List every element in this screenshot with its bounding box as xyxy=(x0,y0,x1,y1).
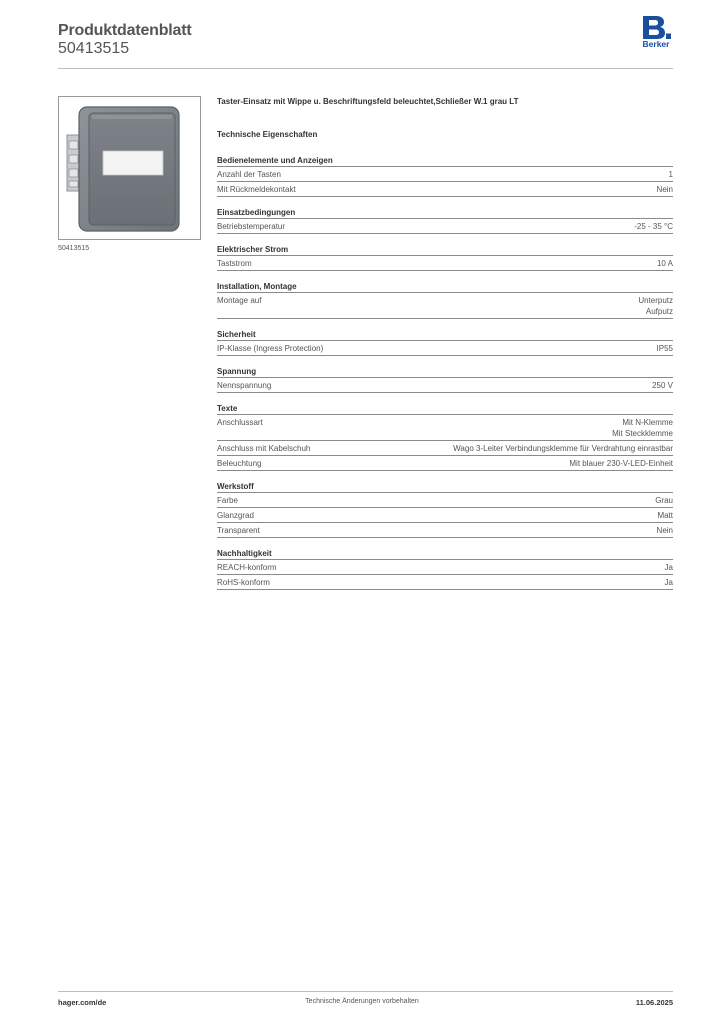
footer-divider xyxy=(58,991,673,992)
footer-date: 11.06.2025 xyxy=(635,998,673,1007)
property-row: Transparent Nein xyxy=(217,523,673,538)
section-title: Werkstoff xyxy=(217,481,673,493)
property-value: Ja xyxy=(665,562,673,573)
section-title: Bedienelemente und Anzeigen xyxy=(217,155,673,167)
property-value: Grau xyxy=(655,495,673,506)
property-row: IP-Klasse (Ingress Protection) IP55 xyxy=(217,341,673,356)
property-value: Wago 3-Leiter Verbindungsklemme für Verd… xyxy=(453,443,673,454)
section-title: Spannung xyxy=(217,366,673,378)
document-title: Produktdatenblatt xyxy=(58,22,192,39)
property-label: IP-Klasse (Ingress Protection) xyxy=(217,344,324,353)
property-row: REACH-konform Ja xyxy=(217,560,673,575)
property-value-line: 250 V xyxy=(652,381,673,390)
property-value-line: Wago 3-Leiter Verbindungsklemme für Verd… xyxy=(453,444,673,453)
footer-website-link[interactable]: hager.com/de xyxy=(58,998,107,1007)
property-value: 1 xyxy=(669,169,673,180)
switch-insert-icon xyxy=(66,106,180,232)
product-description: Taster-Einsatz mit Wippe u. Beschriftung… xyxy=(217,97,519,106)
property-value: 250 V xyxy=(652,380,673,391)
property-label: Farbe xyxy=(217,496,238,505)
property-label: Anschlussart xyxy=(217,418,263,427)
property-row: Betriebstemperatur -25 - 35 °C xyxy=(217,219,673,234)
property-value: -25 - 35 °C xyxy=(634,221,673,232)
property-value: Matt xyxy=(657,510,673,521)
property-value-line: Aufputz xyxy=(645,307,673,316)
section-title: Einsatzbedingungen xyxy=(217,207,673,219)
product-number: 50413515 xyxy=(58,40,130,57)
property-value: Ja xyxy=(665,577,673,588)
property-label: Anschluss mit Kabelschuh xyxy=(217,444,311,453)
property-row: Farbe Grau xyxy=(217,493,673,508)
berker-logo: Berker xyxy=(639,16,673,54)
property-value-line: 1 xyxy=(668,170,673,179)
property-value-line: Mit N-Klemme xyxy=(622,418,673,427)
property-label: RoHS-konform xyxy=(217,578,270,587)
property-label: Betriebstemperatur xyxy=(217,222,286,231)
property-label: Montage auf xyxy=(217,296,262,305)
section-title: Sicherheit xyxy=(217,329,673,341)
property-row: Mit Rückmeldekontakt Nein xyxy=(217,182,673,197)
property-value: Nein xyxy=(657,184,673,195)
property-label: Anzahl der Tasten xyxy=(217,170,281,179)
property-value-line: Ja xyxy=(664,563,673,572)
technical-properties-title: Technische Eigenschaften xyxy=(217,130,318,139)
property-row: Anzahl der Tasten 1 xyxy=(217,167,673,182)
property-row: Anschluss mit Kabelschuh Wago 3-Leiter Ve… xyxy=(217,441,673,456)
section-title: Installation, Montage xyxy=(217,281,673,293)
property-value-line: -25 - 35 °C xyxy=(634,222,673,231)
section-title: Nachhaltigkeit xyxy=(217,548,673,560)
product-image xyxy=(58,96,201,240)
property-label: Transparent xyxy=(217,526,260,535)
property-label: Beleuchtung xyxy=(217,459,262,468)
property-value-line: Unterputz xyxy=(638,296,673,305)
property-row: Glanzgrad Matt xyxy=(217,508,673,523)
property-value-line: Grau xyxy=(655,496,673,505)
logo-wordmark: Berker xyxy=(642,39,670,49)
footer-notice: Technische Änderungen vorbehalten xyxy=(305,998,419,1005)
section-title: Texte xyxy=(217,403,673,415)
header-divider xyxy=(58,68,673,69)
property-value-line: 10 A xyxy=(656,259,673,268)
property-value-line: Nein xyxy=(656,526,673,535)
property-value-line: Mit Steckklemme xyxy=(612,429,673,438)
property-value-line: Mit blauer 230-V-LED-Einheit xyxy=(569,459,673,468)
property-value-line: IP55 xyxy=(656,344,673,353)
property-label: Mit Rückmeldekontakt xyxy=(217,185,296,194)
property-row: Beleuchtung Mit blauer 230-V-LED-Einheit xyxy=(217,456,673,471)
property-value-line: Ja xyxy=(664,578,673,587)
datasheet-content: Taster-Einsatz mit Wippe u. Beschriftung… xyxy=(217,96,673,590)
property-label: Nennspannung xyxy=(217,381,272,390)
berker-b-logo-icon xyxy=(643,16,671,39)
property-value: Nein xyxy=(657,525,673,536)
image-caption: 50413515 xyxy=(58,245,90,252)
property-row: RoHS-konform Ja xyxy=(217,575,673,590)
property-row: Taststrom 10 A xyxy=(217,256,673,271)
property-value: 10 A xyxy=(657,258,673,269)
property-label: Glanzgrad xyxy=(217,511,254,520)
property-label: Taststrom xyxy=(217,259,252,268)
property-value: Mit blauer 230-V-LED-Einheit xyxy=(569,458,673,469)
property-label: REACH-konform xyxy=(217,563,277,572)
section-title: Elektrischer Strom xyxy=(217,244,673,256)
property-row: Nennspannung 250 V xyxy=(217,378,673,393)
property-value: IP55 xyxy=(657,343,673,354)
property-value-line: Matt xyxy=(657,511,673,520)
page-header: Produktdatenblatt 50413515 Berker xyxy=(58,16,673,70)
property-value-line: Nein xyxy=(656,185,673,194)
